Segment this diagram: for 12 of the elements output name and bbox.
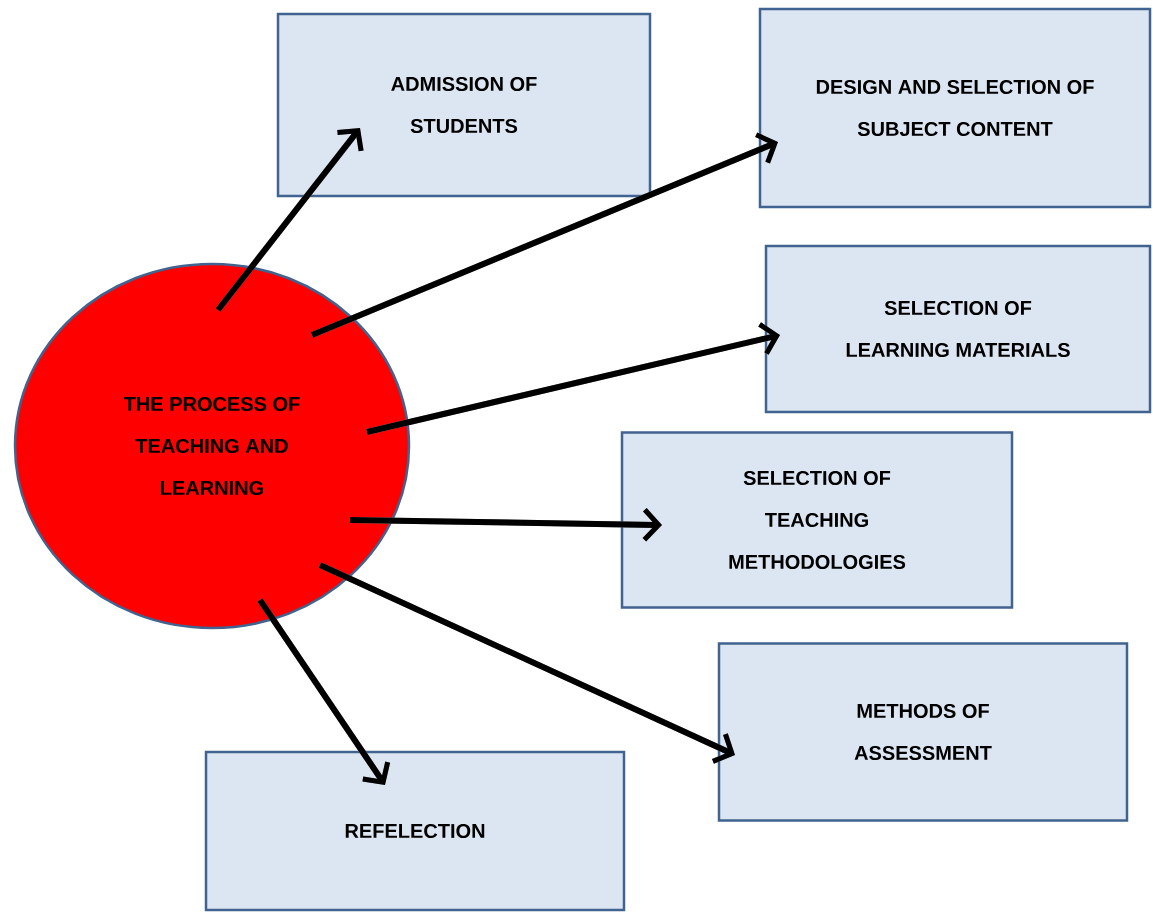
- process-box: DESIGN AND SELECTION OF SUBJECT CONTENT: [758, 7, 1152, 209]
- arrow: [366, 322, 780, 435]
- arrow: [349, 508, 662, 542]
- arrow: [318, 562, 735, 764]
- process-box: ADMISSION OF STUDENTS: [276, 12, 652, 198]
- arrow: [257, 598, 391, 785]
- process-box: SELECTION OF TEACHING METHODOLOGIES: [620, 431, 1014, 609]
- process-box: REFELECTION: [204, 750, 626, 912]
- arrow: [310, 132, 778, 338]
- process-box: METHODS OF ASSESSMENT: [717, 642, 1129, 822]
- process-box: SELECTION OF LEARNING MATERIALS: [764, 244, 1152, 414]
- arrow: [215, 128, 364, 312]
